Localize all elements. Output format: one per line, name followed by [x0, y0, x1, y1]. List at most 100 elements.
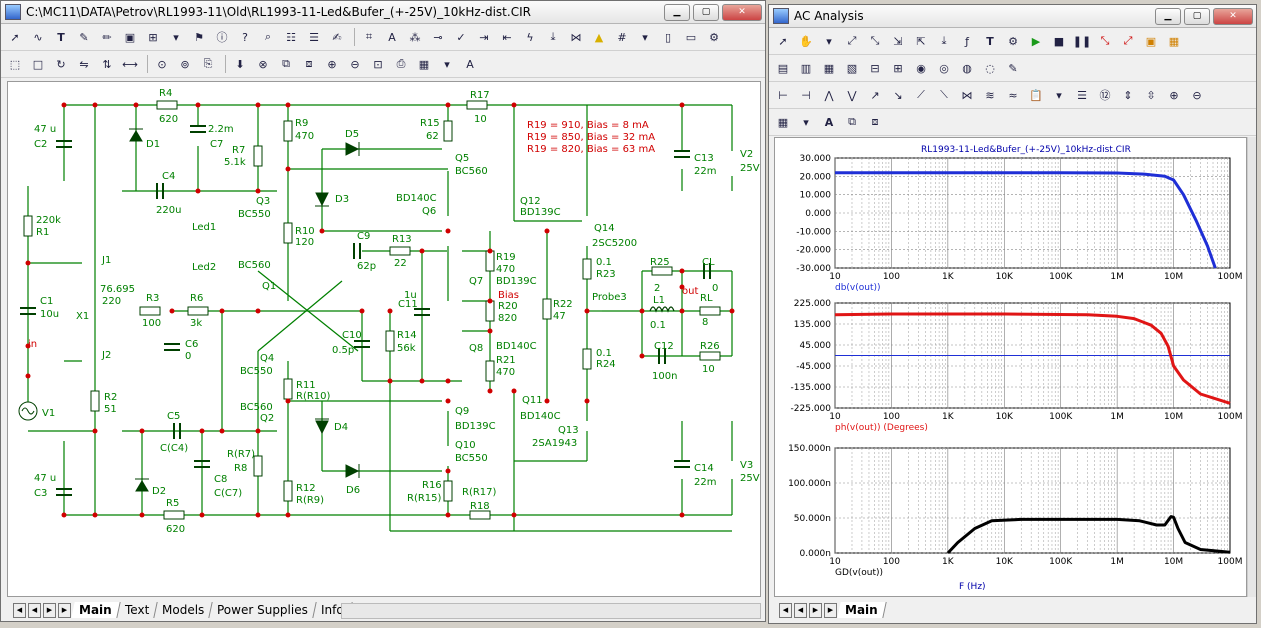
valley-icon[interactable]: ◎	[939, 61, 949, 75]
step-down-icon[interactable]: ⬇	[235, 57, 245, 71]
tab-power-supplies[interactable]: Power Supplies	[209, 602, 317, 618]
properties-icon[interactable]: ☷	[286, 30, 296, 44]
arrow-left-icon[interactable]: ⇤	[502, 30, 512, 44]
analysis-prev-icon[interactable]: ◀	[794, 602, 807, 618]
copy3-icon[interactable]: ⧈	[871, 115, 879, 128]
page2-icon[interactable]: ▭	[685, 30, 697, 44]
page-a-icon[interactable]: ▤	[777, 61, 789, 75]
box1-icon[interactable]: ▣	[1145, 34, 1157, 48]
mark4-icon[interactable]: ⋁	[847, 88, 857, 102]
dropdown5-icon[interactable]: ▾	[803, 115, 809, 129]
mark7-icon[interactable]: ⟋	[917, 88, 925, 101]
font-icon[interactable]: A	[466, 57, 474, 71]
attribute-icon[interactable]: A	[388, 30, 396, 44]
grid-text-icon[interactable]: ⁂	[409, 30, 421, 44]
dropdown-icon[interactable]: ▾	[173, 30, 179, 44]
grid-icon[interactable]: #	[617, 30, 627, 44]
analysis-minimize-button[interactable]: ▁	[1155, 7, 1181, 25]
fit-icon[interactable]: ⇕	[1123, 88, 1133, 102]
fit2-icon[interactable]: ⇳	[1146, 88, 1156, 102]
prev-page-icon[interactable]: ◀	[28, 602, 41, 618]
flip-h-icon[interactable]: ⇋	[79, 57, 89, 71]
list-icon[interactable]: ☰	[309, 30, 319, 44]
node-numbers-icon[interactable]: ⌗	[365, 30, 373, 43]
edit2-icon[interactable]: ✎	[1008, 61, 1018, 75]
analysis-titlebar[interactable]: AC Analysis ▁ ▢ ✕	[769, 5, 1256, 28]
scale5-icon[interactable]: ⤓	[941, 34, 947, 47]
vertical-scrollbar[interactable]	[1247, 137, 1256, 597]
tab-models[interactable]: Models	[154, 602, 213, 618]
zoom-in2-icon[interactable]: ⊕	[1169, 88, 1179, 102]
warning-icon[interactable]: ▲	[594, 30, 604, 44]
mark3-icon[interactable]: ⋀	[824, 88, 834, 102]
function-icon[interactable]: ƒ	[965, 34, 969, 48]
font2-icon[interactable]: A	[824, 115, 834, 129]
stop-icon[interactable]: ■	[1053, 34, 1065, 48]
numbers-icon[interactable]: ⑫	[1099, 89, 1111, 102]
analysis-last-icon[interactable]: ▶	[824, 602, 837, 618]
schematic-titlebar[interactable]: C:\MC11\DATA\Petrov\RL1993-11\Old\RL1993…	[1, 1, 765, 24]
scale3-icon[interactable]: ⇲	[893, 34, 903, 48]
schematic-canvas[interactable]: R4 620 R17 10 47 u C2 D1 2.2m C7 R7 5.1k…	[7, 81, 761, 597]
find-icon[interactable]: ⌕	[264, 30, 272, 43]
info-icon[interactable]: ⓘ	[216, 31, 228, 44]
check-icon[interactable]: ✓	[456, 30, 466, 44]
flip-v-icon[interactable]: ⇅	[102, 57, 112, 71]
text-tool-icon[interactable]: T	[57, 30, 65, 44]
mark6-icon[interactable]: ↘	[893, 88, 903, 102]
minimize-button[interactable]: ▁	[664, 3, 690, 21]
dropdown-icon[interactable]: ▾	[826, 34, 832, 48]
analysis-next-icon[interactable]: ▶	[809, 602, 822, 618]
flag-icon[interactable]: ⚑	[194, 30, 204, 44]
analysis-maximize-button[interactable]: ▢	[1184, 7, 1210, 25]
lightning-icon[interactable]: ϟ	[526, 30, 534, 44]
low-icon[interactable]: ◌	[985, 61, 995, 75]
mark10-icon[interactable]: ≋	[985, 88, 995, 102]
dropdown4-icon[interactable]: ▾	[1056, 88, 1062, 102]
pause-icon[interactable]: ❚❚	[1072, 34, 1092, 48]
scale-icon[interactable]: ⤢	[847, 34, 857, 47]
cursor-icon[interactable]: ⤡	[1100, 34, 1110, 47]
zoom-out2-icon[interactable]: ⊖	[1192, 88, 1202, 102]
close-button[interactable]: ✕	[722, 3, 762, 21]
zoom-in-icon[interactable]: ⊕	[327, 57, 337, 71]
dropdown2-icon[interactable]: ▾	[642, 30, 648, 44]
tile-icon[interactable]: ▦	[418, 57, 430, 71]
horizontal-scrollbar[interactable]	[341, 603, 761, 619]
select-arrow-icon[interactable]: ➚	[10, 30, 20, 44]
maximize-button[interactable]: ▢	[693, 3, 719, 21]
analysis-tab-main[interactable]: Main	[837, 602, 887, 618]
first-page-icon[interactable]: ◀	[13, 602, 26, 618]
box2-icon[interactable]: ▦	[1168, 34, 1180, 48]
mirror-icon[interactable]: ⟷	[122, 57, 138, 71]
split-icon[interactable]: ⊟	[870, 61, 880, 75]
split2-icon[interactable]: ⊞	[893, 61, 903, 75]
wire-icon[interactable]: ∿	[33, 30, 43, 44]
scale4-icon[interactable]: ⇱	[916, 34, 926, 48]
copy-icon[interactable]: ⎘	[203, 57, 213, 70]
mark9-icon[interactable]: ⋈	[961, 88, 973, 102]
pencil-icon[interactable]: ✏	[102, 30, 112, 44]
edit-icon[interactable]: ✍	[332, 30, 342, 44]
run-icon[interactable]: ▶	[1031, 34, 1041, 48]
pan-icon[interactable]: ✋	[799, 34, 813, 48]
mark11-icon[interactable]: ≈	[1008, 88, 1018, 102]
scale2-icon[interactable]: ⤡	[870, 34, 880, 47]
arrow-right-icon[interactable]: ⇥	[479, 30, 489, 44]
probe-icon[interactable]: ⤓	[550, 30, 556, 43]
next-page-icon[interactable]: ▶	[43, 602, 56, 618]
page-d-icon[interactable]: ▧	[846, 61, 858, 75]
dropdown3-icon[interactable]: ▾	[444, 57, 450, 71]
box-icon[interactable]: □	[32, 57, 44, 71]
peak-icon[interactable]: ◉	[916, 61, 926, 75]
mark1-icon[interactable]: ⊢	[778, 88, 788, 102]
zoom-out-icon[interactable]: ⊖	[350, 57, 360, 71]
mark2-icon[interactable]: ⊣	[801, 88, 811, 102]
properties-icon[interactable]: ⚙	[1008, 34, 1018, 48]
help-icon[interactable]: ?	[242, 30, 248, 44]
pen-icon[interactable]: ✎	[79, 30, 89, 44]
stop-icon[interactable]: ⊗	[258, 57, 268, 71]
printer-icon[interactable]: ⎙	[396, 57, 406, 70]
region-select-icon[interactable]: ⬚	[9, 57, 21, 71]
mark8-icon[interactable]: ⟍	[940, 88, 948, 101]
